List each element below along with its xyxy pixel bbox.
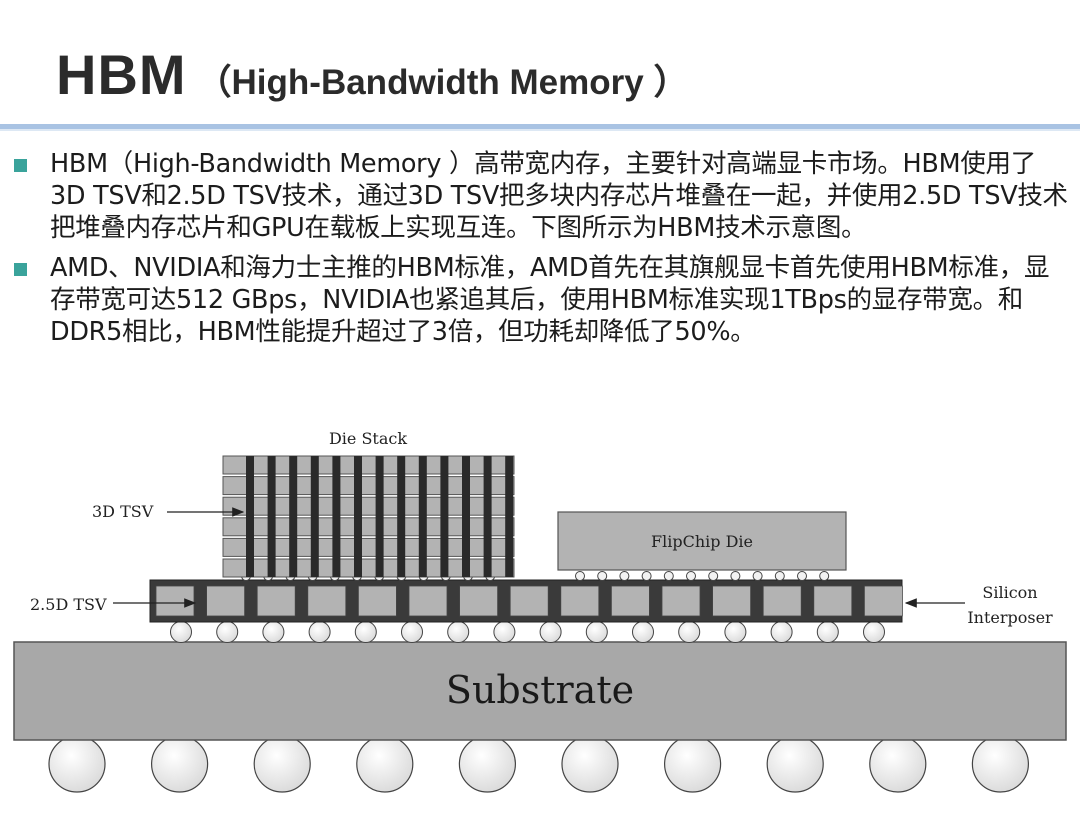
tsv-column [375,456,384,577]
interposer-cell [307,585,347,617]
tsv-column [246,456,254,577]
micro-bump [752,571,763,581]
substrate-block [13,641,1067,741]
bullet-item: AMD、NVIDIA和海力士主推的HBM标准，AMD首先在其旗舰显卡首先使用HB… [14,252,1070,348]
solder-ball [561,735,619,793]
bullet-text: HBM（High-Bandwidth Memory ）高带宽内存，主要针对高端显… [50,149,1068,243]
interposer-cell [712,585,751,617]
c4-bump [632,621,654,643]
c4-bump [493,621,516,643]
bullet-item: HBM（High-Bandwidth Memory ）高带宽内存，主要针对高端显… [14,148,1070,244]
micro-bump [819,571,830,581]
die-stack [222,455,515,578]
micro-bump [730,571,741,581]
solder-ball [48,735,106,793]
micro-bump [686,571,696,581]
interposer-cell [357,585,397,617]
interposer-cell [509,585,549,617]
tsv-column [267,456,276,577]
interposer-label-line1: Silicon [982,583,1037,602]
micro-bump [708,571,719,581]
title-subtitle: （High-Bandwidth Memory ） [196,63,689,102]
flipchip-die [557,511,847,571]
title-divider [0,124,1080,129]
substrate-label: Substrate [446,668,634,712]
square-bullet-icon [14,263,27,276]
tsv-column [505,456,514,577]
interposer-cell [661,585,701,617]
flipchip-label: FlipChip Die [651,532,753,551]
c4-bump [354,621,377,643]
micro-bump [774,571,785,581]
micro-bump [663,571,674,581]
solder-ball [869,735,927,793]
tsv-3d-label: 3D TSV [92,502,154,521]
die-stack-label: Die Stack [329,429,407,448]
slide-header: HBM（High-Bandwidth Memory ） [0,0,1080,131]
micro-bump [641,571,652,581]
micro-bump [575,571,585,581]
c4-bump [816,621,839,643]
interposer-cell [611,585,650,617]
c4-bump [724,621,747,643]
interposer-cell [206,585,246,617]
c4-bump [401,621,423,643]
micro-bump [619,571,630,581]
die-layer [222,558,515,578]
interposer-cell [459,585,499,617]
solder-ball [356,735,414,793]
square-bullet-icon [14,159,27,172]
micro-bump [797,571,807,581]
c4-bump [770,621,793,643]
c4-bump [678,621,701,643]
bullet-text: AMD、NVIDIA和海力士主推的HBM标准，AMD首先在其旗舰显卡首先使用HB… [50,253,1050,347]
tsv-column [332,456,341,577]
solder-ball [663,735,722,793]
c4-bump [216,621,239,643]
die-layer [222,455,515,475]
die-layer [222,517,515,537]
tsv-column [440,456,449,577]
bullet-list: HBM（High-Bandwidth Memory ）高带宽内存，主要针对高端显… [14,148,1070,356]
interposer-cell [864,585,903,617]
interposer-bump-row [170,621,885,643]
c4-bump [447,621,470,643]
interposer-cell [813,585,853,617]
tsv-column [462,456,470,577]
tsv-column [483,456,492,577]
solder-ball [766,735,824,793]
tsv-column [418,456,427,577]
interposer-cell [408,585,448,617]
interposer-cell [155,585,195,617]
interposer-label-line2: Interposer [967,608,1053,627]
c4-bump [585,621,608,643]
substrate-ball-row [48,735,1030,793]
interposer-cell [560,585,600,617]
c4-bump [170,621,192,643]
hbm-diagram: Substrate Die Stack FlipChip Die 3D TSV … [13,429,1067,793]
title-divider-shadow [0,129,1080,131]
tsv-column [289,456,298,577]
die-layer [222,496,515,516]
die-layer [222,537,515,557]
solder-ball [971,735,1030,793]
page-title: HBM（High-Bandwidth Memory ） [56,42,688,107]
interposer-cells [155,585,903,617]
c4-bump [262,621,285,643]
solder-ball [458,735,516,793]
tsv-column [397,456,406,577]
tsv-column [310,456,319,577]
tsv-25d-label: 2.5D TSV [30,595,107,614]
title-main: HBM [56,43,187,106]
solder-ball [253,735,311,793]
c4-bump [863,621,885,643]
tsv-column [354,456,362,577]
c4-bump [308,621,331,643]
interposer-cell [256,585,296,617]
die-layer [222,476,515,496]
solder-ball [151,735,209,793]
interposer-cell [762,585,802,617]
c4-bump [539,621,562,643]
micro-bump [597,571,608,581]
